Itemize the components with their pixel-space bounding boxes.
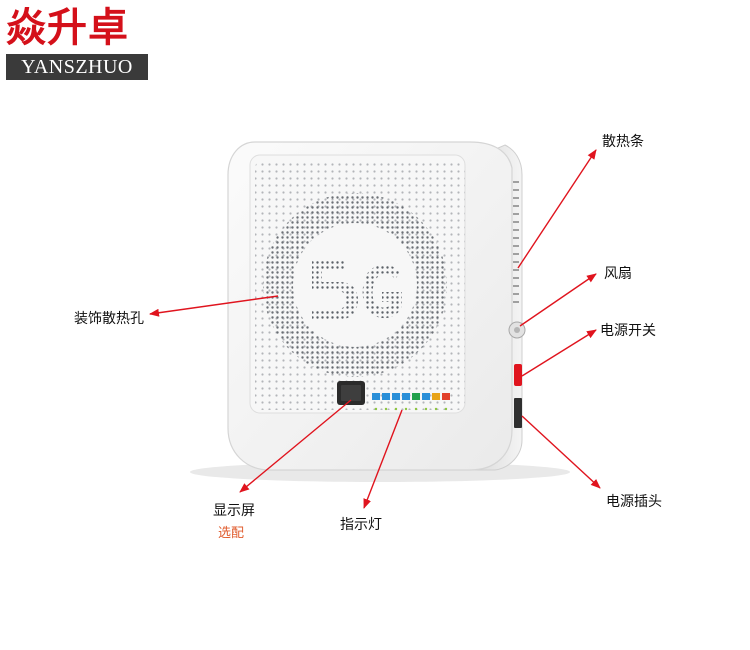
label-power-switch: 电源开关 [600,323,656,339]
arrow-indicator [363,409,403,509]
brand-name-cn: 焱升卓 [6,4,129,51]
arrow-fan [519,273,597,327]
arrow-display [239,399,352,493]
power-plug-socket [514,398,522,428]
label-decor-vent: 装饰散热孔 [74,311,144,327]
label-display: 显示屏 [213,503,255,519]
label-indicator: 指示灯 [340,517,382,533]
arrow-power-switch [521,329,597,377]
arrow-power-plug [521,415,601,489]
brand-name-en: YANSZHUO [6,54,148,80]
label-heat-strip: 散热条 [602,134,644,150]
label-power-plug: 电源插头 [606,494,662,510]
side-heat-strip [513,181,519,303]
display-screen [337,381,365,405]
brand-logo: 焱升卓 YANSZHUO [6,4,148,80]
power-switch [514,364,522,386]
callout-arrows [149,149,601,509]
label-display-note: 选配 [218,526,245,541]
indicator-lights [372,393,450,411]
label-fan: 风扇 [604,266,632,282]
arrow-heat-strip [517,149,597,269]
arrow-decor-vent [149,295,279,317]
decor-vent-holes [255,160,465,410]
